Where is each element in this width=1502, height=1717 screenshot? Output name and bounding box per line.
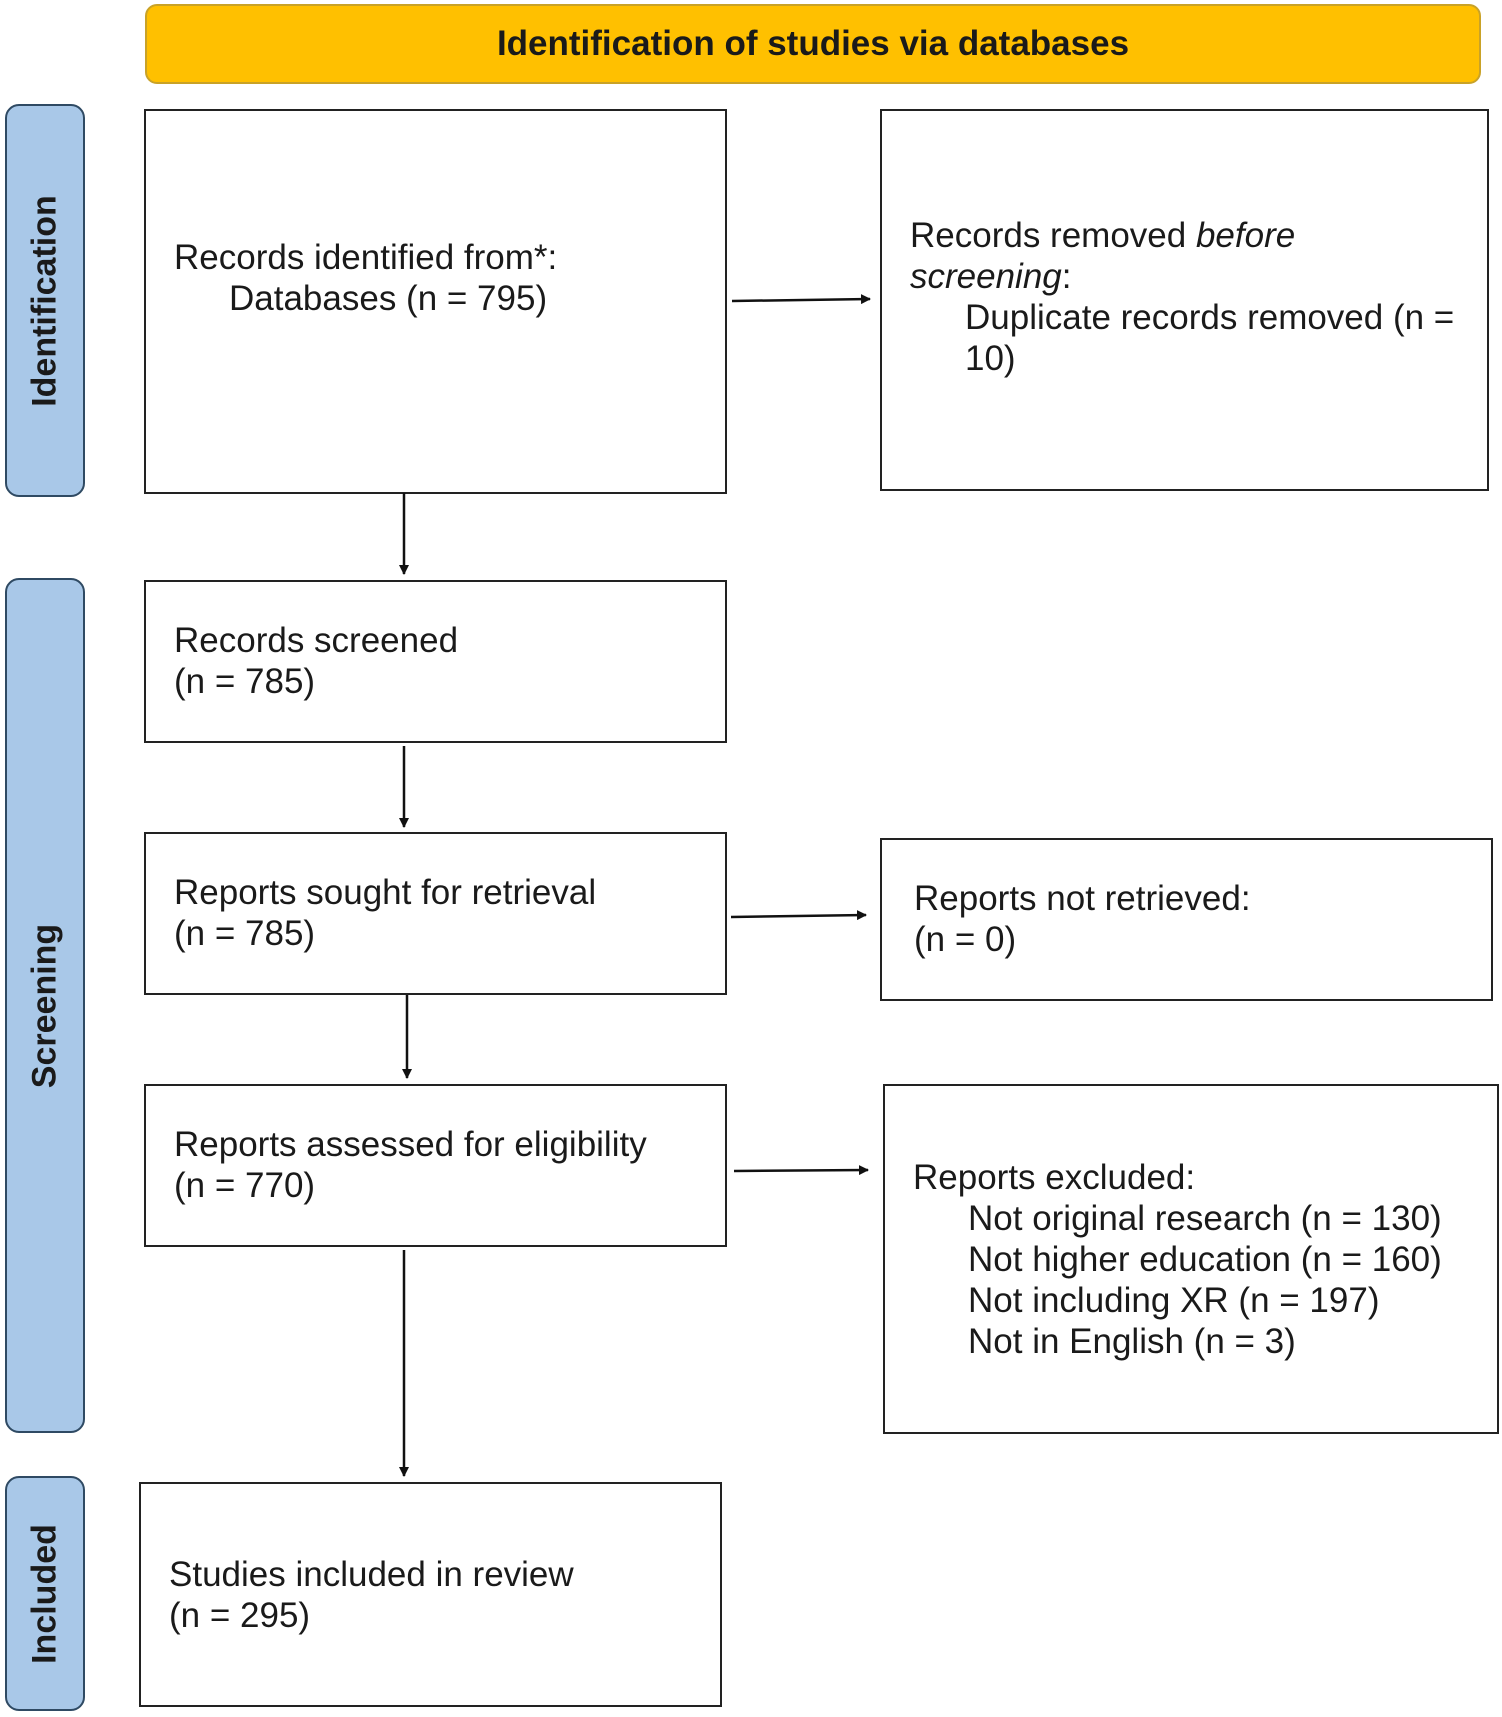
records-removed-line2: screening: bbox=[910, 256, 1454, 297]
reports-excluded-box: Reports excluded: Not original research … bbox=[883, 1084, 1499, 1434]
reports-not-retrieved-label: Reports not retrieved: bbox=[914, 879, 1251, 918]
records-removed-line1: Records removed before bbox=[910, 215, 1454, 256]
records-removed-em: before bbox=[1195, 216, 1296, 255]
studies-included-box: Studies included in review (n = 295) bbox=[139, 1482, 722, 1707]
reports-assessed-count: (n = 770) bbox=[174, 1166, 316, 1205]
identification-header: Identification of studies via databases bbox=[145, 4, 1481, 84]
records-identified-box: Records identified from*: Databases (n =… bbox=[144, 109, 727, 494]
duplicate-records-label: Duplicate records removed (n = bbox=[965, 298, 1455, 337]
screening-colon: : bbox=[1061, 257, 1072, 296]
reports-sought-box: Reports sought for retrieval (n = 785) bbox=[144, 832, 727, 995]
excluded-item: Not original research (n = 130) bbox=[968, 1199, 1442, 1238]
excluded-item: Not higher education (n = 160) bbox=[968, 1240, 1442, 1279]
reports-assessed-box: Reports assessed for eligibility (n = 77… bbox=[144, 1084, 727, 1247]
records-identified-label: Records identified from*: bbox=[174, 238, 558, 277]
arrow-to-reports-excluded bbox=[733, 1165, 869, 1176]
records-removed-box: Records removed before screening: Duplic… bbox=[880, 109, 1489, 491]
reports-sought-label: Reports sought for retrieval bbox=[174, 873, 597, 912]
header-title: Identification of studies via databases bbox=[496, 24, 1130, 63]
records-screened-label: Records screened bbox=[174, 621, 459, 660]
reports-not-retrieved-box: Reports not retrieved: (n = 0) bbox=[880, 838, 1493, 1001]
records-screened-box: Records screened (n = 785) bbox=[144, 580, 727, 743]
phase-identification-tab: Identification bbox=[5, 104, 85, 497]
excluded-item: Not including XR (n = 197) bbox=[968, 1281, 1380, 1320]
records-removed-text: Records removed bbox=[910, 216, 1196, 255]
excluded-item: Not in English (n = 3) bbox=[968, 1322, 1296, 1361]
phase-screening-tab: Screening bbox=[5, 578, 85, 1433]
studies-included-label: Studies included in review bbox=[169, 1555, 574, 1594]
reports-excluded-title: Reports excluded: bbox=[913, 1158, 1196, 1197]
reports-assessed-label: Reports assessed for eligibility bbox=[174, 1125, 647, 1164]
arrow-to-reports-not-retrieved bbox=[730, 910, 867, 921]
studies-included-count: (n = 295) bbox=[169, 1596, 311, 1635]
screening-em: screening bbox=[910, 257, 1062, 296]
arrow-to-records-removed bbox=[731, 294, 871, 305]
phase-included-tab: Included bbox=[5, 1476, 85, 1711]
records-screened-count: (n = 785) bbox=[174, 662, 316, 701]
duplicate-records-count: 10) bbox=[965, 339, 1016, 378]
reports-sought-count: (n = 785) bbox=[174, 914, 316, 953]
reports-not-retrieved-count: (n = 0) bbox=[914, 920, 1017, 959]
databases-count: Databases (n = 795) bbox=[229, 279, 548, 318]
